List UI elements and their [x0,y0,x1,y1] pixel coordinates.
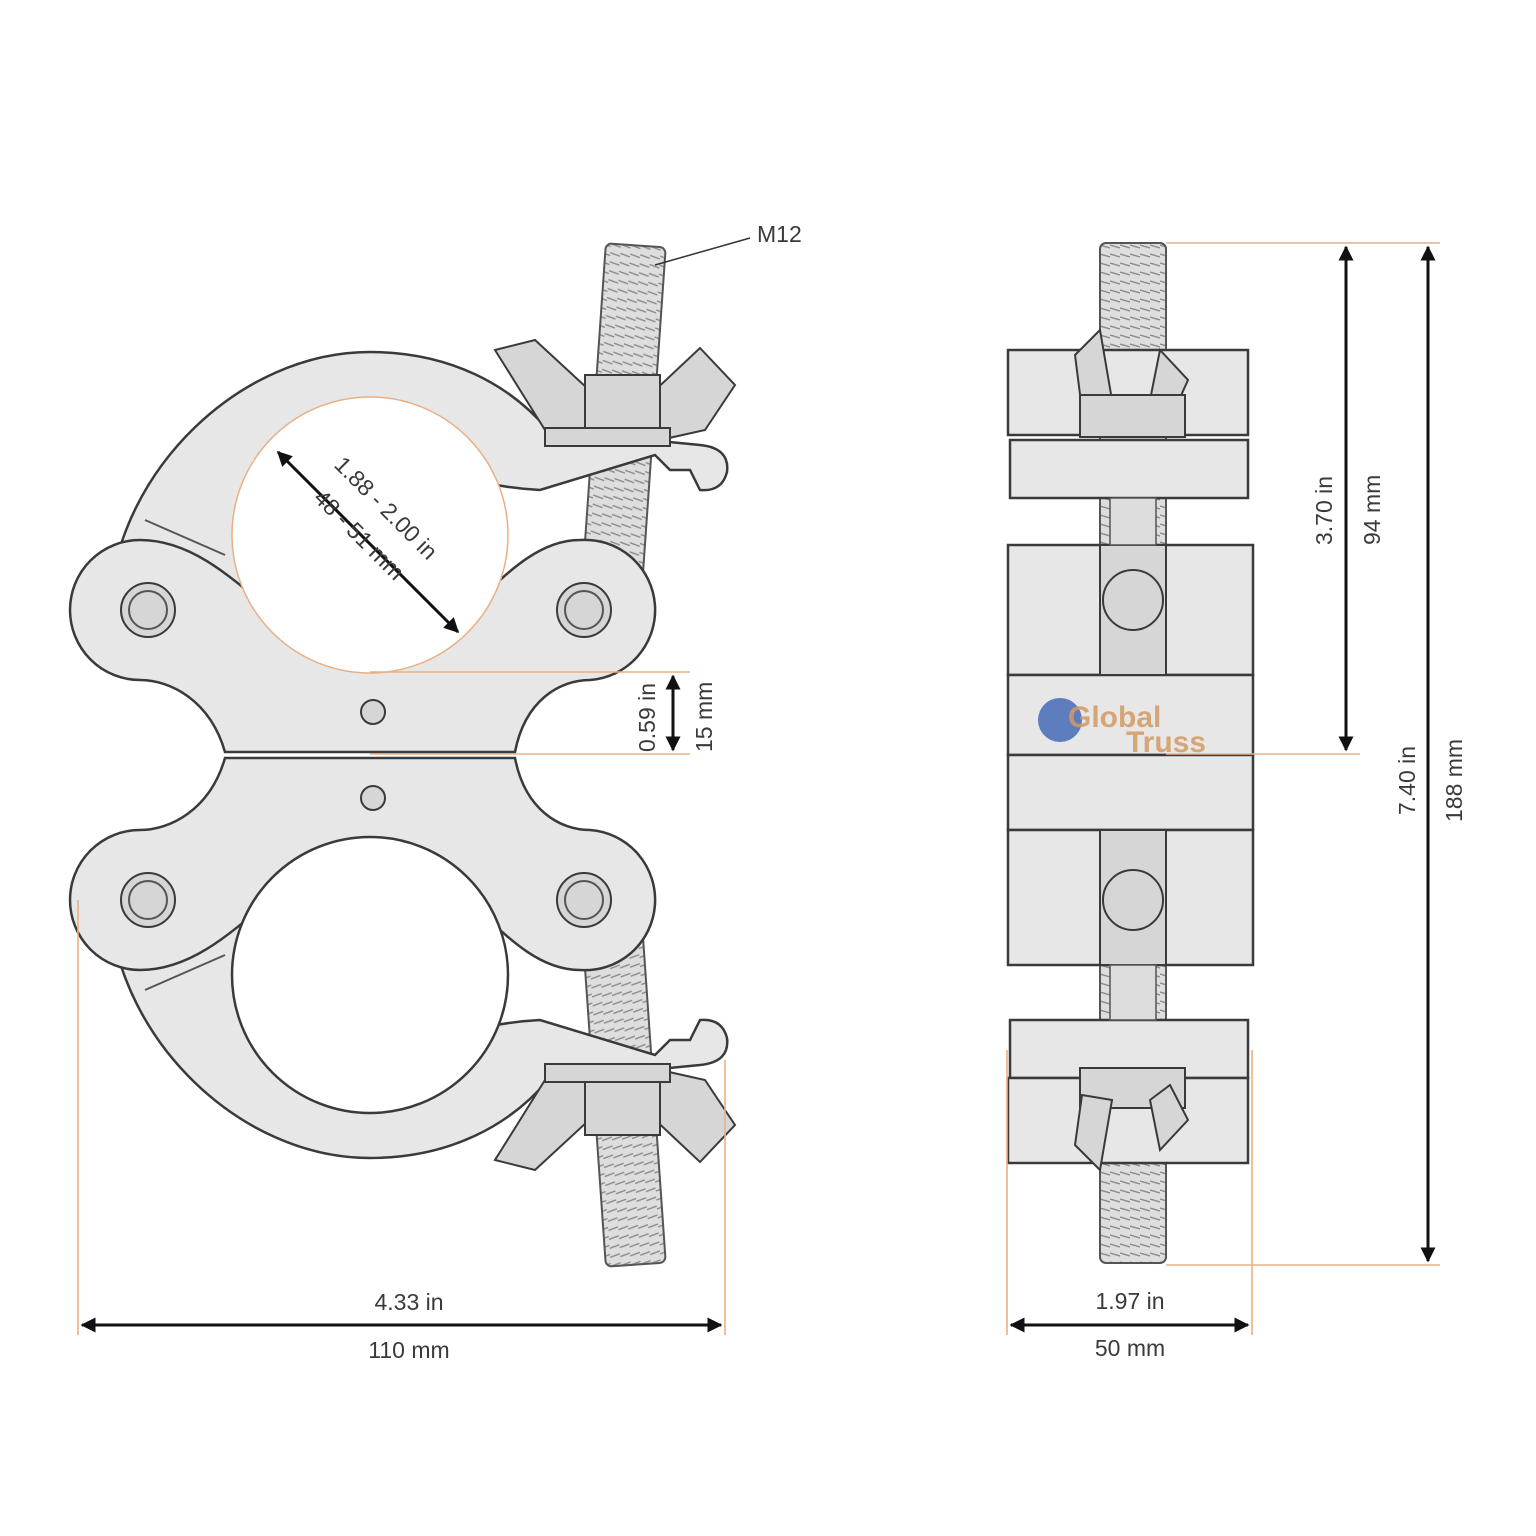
half-height-mm-label: 94 mm [1359,475,1385,545]
wing-nut-side-lower [1073,1067,1190,1173]
height-mm-label: 188 mm [1441,739,1467,822]
tube-diameter-dim [276,450,460,634]
depth-mm-label: 50 mm [1095,1335,1165,1361]
thread-label: M12 [757,221,802,247]
front-view: M12 1.88 - 2.00 in 48 - 51 mm 0.59 in 15… [68,221,802,1363]
upper-clamp [68,242,737,754]
width-in-label: 4.33 in [374,1289,443,1315]
side-view: Global Truss 3.70 in 94 mm 7.40 in 188 m… [1006,242,1467,1361]
global-truss-logo: Global Truss [1038,698,1206,759]
wing-nut-upper [493,338,737,447]
width-mm-label: 110 mm [368,1337,449,1363]
half-height-in-label: 3.70 in [1311,476,1337,545]
thread-leader [654,237,751,266]
gap-mm-label: 15 mm [691,682,717,752]
depth-in-label: 1.97 in [1095,1288,1164,1314]
height-in-label: 7.40 in [1394,746,1420,815]
gap-in-label: 0.59 in [634,683,660,752]
logo-line1: Global [1068,701,1161,734]
lower-clamp [68,756,737,1268]
wing-nut-side-upper [1073,327,1190,438]
